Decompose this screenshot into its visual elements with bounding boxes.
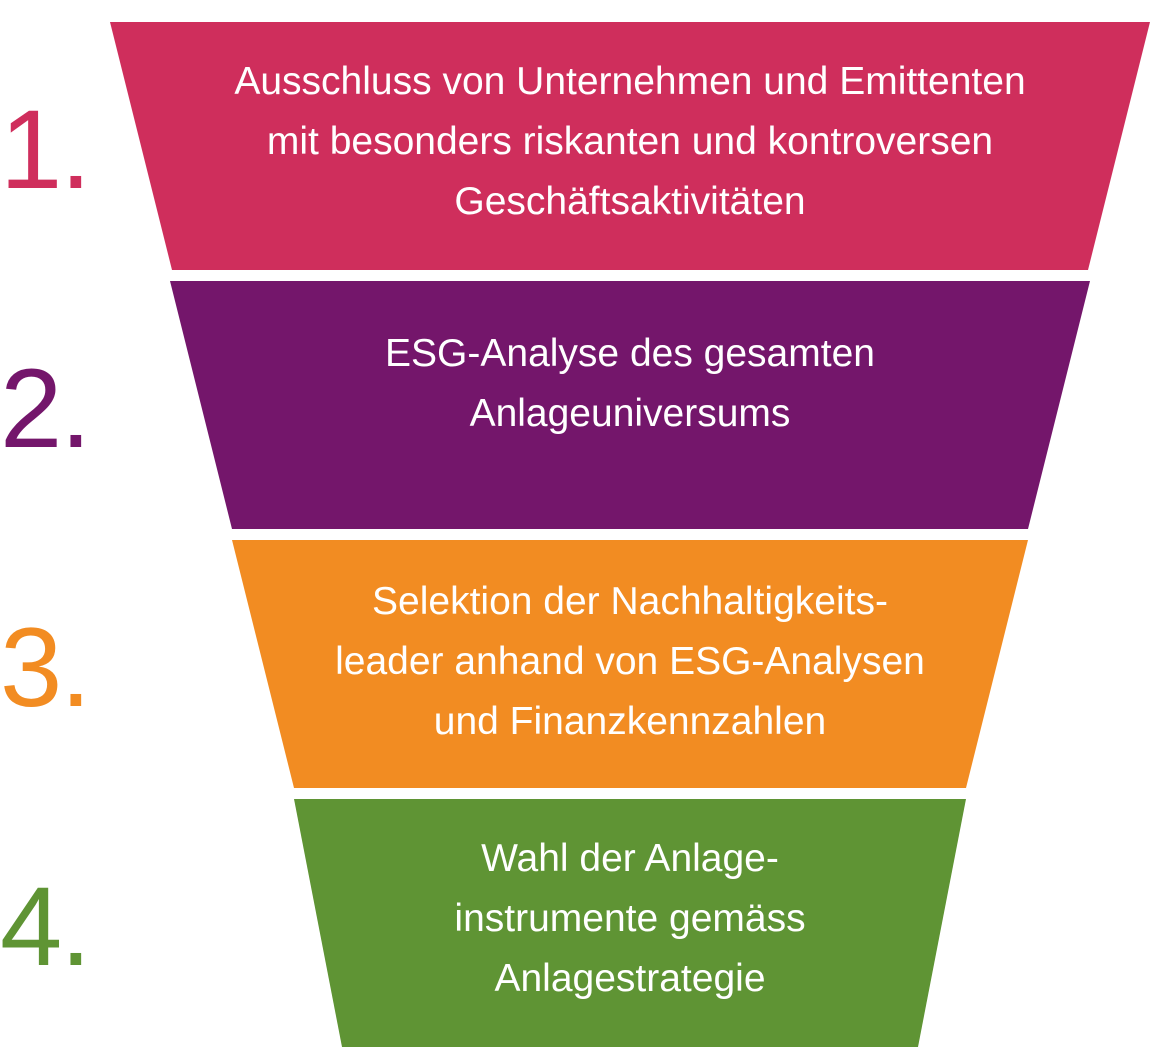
stage-number-1: 1. [0, 87, 91, 212]
funnel-stage-4: 4. Wahl der Anlage- instrumente gemäss A… [0, 799, 1150, 1047]
stage-number-2: 2. [0, 346, 91, 471]
stage-text-2: ESG-Analyse des gesamten Anlageuniversum… [385, 332, 875, 435]
funnel-band-3 [232, 540, 1028, 788]
stage-text-3: Selektion der Nachhaltigkeits- leader an… [335, 580, 925, 743]
funnel-band-2 [170, 281, 1090, 529]
funnel-stage-1: 1. Ausschluss von Unternehmen und Emitte… [0, 22, 1150, 270]
stage-shape-2 [170, 281, 1090, 529]
stage-shape-1 [110, 22, 1150, 270]
funnel-stage-2: 2. ESG-Analyse des gesamten Anlageuniver… [0, 281, 1150, 529]
stage-text-1: Ausschluss von Unternehmen und Emittente… [234, 60, 1026, 223]
funnel-band-1 [110, 22, 1150, 270]
stage-number-4: 4. [0, 864, 91, 989]
stage-shape-4 [294, 799, 966, 1047]
stage-number-3: 3. [0, 605, 91, 730]
funnel-stage-3: 3. Selektion der Nachhaltigkeits- leader… [0, 540, 1150, 788]
stage-shape-3 [232, 540, 1028, 788]
funnel-band-4 [294, 799, 966, 1047]
stage-text-4: Wahl der Anlage- instrumente gemäss Anla… [454, 837, 806, 1000]
